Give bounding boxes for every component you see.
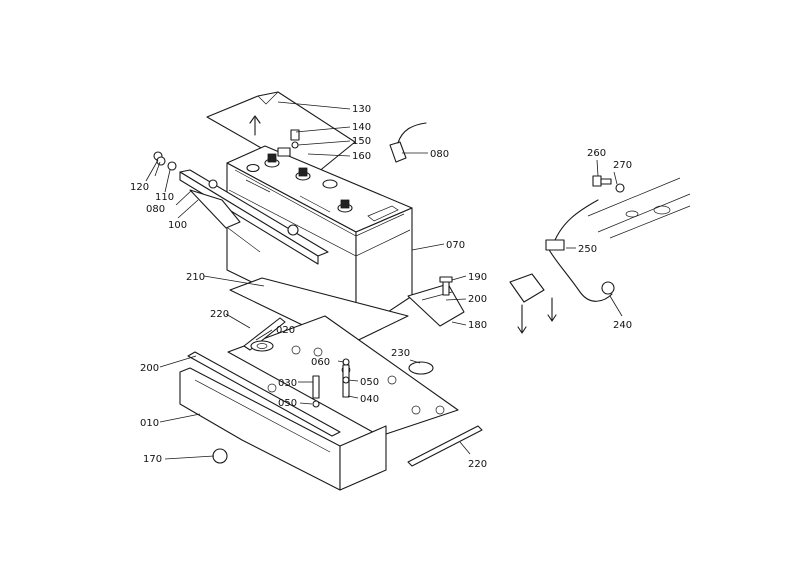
label-200-left: 200 xyxy=(140,363,159,374)
label-210: 210 xyxy=(186,272,205,283)
label-040: 040 xyxy=(360,394,379,405)
grommet-230 xyxy=(408,361,434,375)
part-labels: 130 140 150 160 080 070 190 200 180 210 … xyxy=(130,104,632,470)
cable-assembly-right xyxy=(509,175,691,334)
label-030: 030 xyxy=(278,378,297,389)
label-060: 060 xyxy=(311,357,330,368)
label-050-right: 050 xyxy=(360,377,379,388)
leader-lines xyxy=(145,101,623,460)
cable-080 xyxy=(389,122,427,163)
label-130: 130 xyxy=(352,104,371,115)
label-270: 270 xyxy=(613,160,632,171)
label-220-left: 220 xyxy=(210,309,229,320)
label-170: 170 xyxy=(143,454,162,465)
strip-200-front xyxy=(187,351,341,437)
label-240: 240 xyxy=(613,320,632,331)
label-010: 010 xyxy=(140,418,159,429)
label-190: 190 xyxy=(468,272,487,283)
label-110: 110 xyxy=(155,192,174,203)
label-080-upper: 080 xyxy=(430,149,449,160)
bolt-assembly xyxy=(312,358,350,408)
label-050-left: 050 xyxy=(278,398,297,409)
label-220-right: 220 xyxy=(468,459,487,470)
label-180: 180 xyxy=(468,320,487,331)
plug-170 xyxy=(212,448,228,464)
label-250: 250 xyxy=(578,244,597,255)
front-panel-010 xyxy=(179,367,387,491)
label-150: 150 xyxy=(352,136,371,147)
bolt-190 xyxy=(439,276,453,296)
label-140: 140 xyxy=(352,122,371,133)
label-090: 080 xyxy=(146,204,165,215)
label-230: 230 xyxy=(391,348,410,359)
label-200-right: 200 xyxy=(468,294,487,305)
strip-220-right xyxy=(407,425,483,467)
label-260: 260 xyxy=(587,148,606,159)
label-160: 160 xyxy=(352,151,371,162)
label-070: 070 xyxy=(446,240,465,251)
grommet-020 xyxy=(250,340,274,352)
label-120: 120 xyxy=(130,182,149,193)
battery-terminals xyxy=(249,115,300,157)
battery-bracket-180 xyxy=(407,283,465,327)
label-100: 100 xyxy=(168,220,187,231)
label-020: 020 xyxy=(276,325,295,336)
hold-down-bar xyxy=(179,169,329,265)
